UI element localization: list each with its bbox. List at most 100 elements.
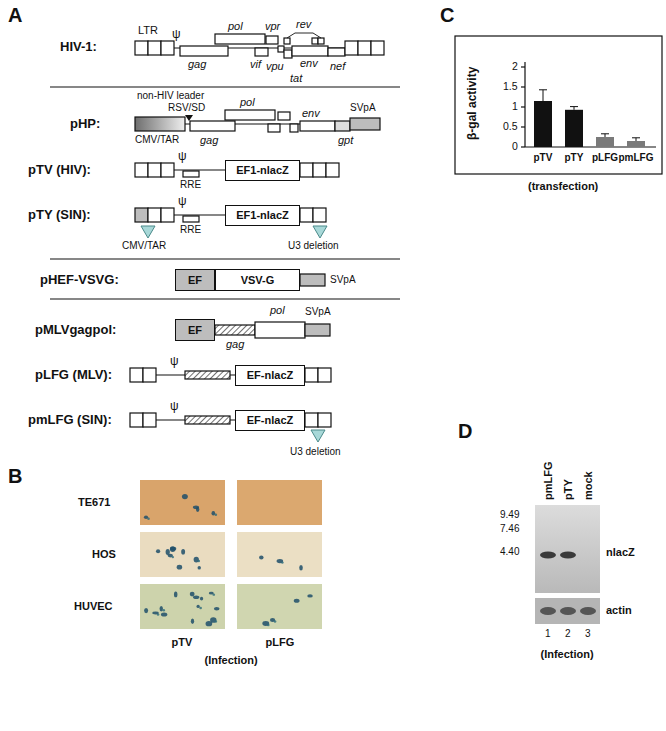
blue-cell (206, 621, 213, 626)
panel-letter: C (440, 4, 454, 27)
band (560, 607, 576, 615)
label: pLFG (MLV): (35, 368, 112, 383)
label: pLFG (592, 152, 618, 164)
blue-cell (294, 599, 300, 603)
blue-cell (170, 546, 176, 552)
ltr-box (161, 163, 174, 177)
ltr-box (300, 163, 313, 177)
blue-cell (281, 561, 284, 563)
blue-cell (299, 565, 303, 570)
y-axis (524, 62, 525, 147)
polya-box (350, 118, 380, 130)
element-name: EF1-nlacZ (236, 164, 289, 176)
blue-cell (193, 596, 199, 600)
label: CMV/TAR (135, 134, 179, 146)
blue-cell (160, 606, 163, 611)
ltr-box (135, 163, 148, 177)
splice-line (287, 33, 321, 38)
band (560, 552, 576, 559)
pol-box (255, 322, 305, 338)
label: pTV (534, 152, 553, 164)
bar (534, 101, 552, 147)
label: 1 (512, 100, 518, 112)
blue-cell (197, 560, 200, 562)
blue-cell (214, 620, 217, 622)
vif-box (268, 124, 280, 132)
label: pmLFG (619, 152, 654, 164)
blue-cell (190, 592, 195, 597)
label: non-HIV leader (137, 90, 204, 102)
label: RSV/SD (168, 102, 205, 114)
label: 1 (545, 628, 551, 640)
blue-cell (196, 507, 199, 512)
separator (50, 86, 400, 87)
blue-cell (147, 518, 150, 520)
tick (521, 66, 525, 67)
error-cap (539, 89, 547, 90)
blue-cell (212, 593, 215, 595)
blue-cell (174, 591, 177, 597)
label: SVpA (305, 306, 331, 318)
ltr-box (326, 163, 339, 177)
blue-cell (156, 549, 160, 553)
element-box: EF1-nlacZ (225, 160, 300, 181)
label: 0 (512, 140, 518, 152)
panel-letter: B (8, 465, 22, 488)
label: 7.46 (500, 523, 519, 535)
label: β-gal activity (466, 67, 480, 140)
label: tat (290, 72, 302, 85)
blue-cell (215, 514, 218, 516)
element-name: EF1-nlacZ (236, 209, 289, 221)
ltr-box (143, 368, 156, 382)
separator (50, 298, 400, 299)
blue-cell (274, 620, 277, 622)
label: HIV-1: (60, 40, 97, 55)
panel-letter: A (8, 4, 22, 27)
label: U3 deletion (290, 446, 341, 458)
label: CMV/TAR (122, 240, 166, 252)
label: (Infection) (205, 654, 258, 667)
label: 3 (585, 628, 591, 640)
actin-blot (535, 598, 600, 624)
label: vif (250, 58, 261, 71)
tat-exon (278, 46, 284, 52)
label: ψ (170, 355, 179, 369)
label: env (302, 107, 320, 120)
label: env (300, 57, 318, 70)
label: ψ (170, 400, 179, 414)
label: SVpA (330, 274, 356, 286)
ltr-box (345, 41, 358, 55)
gag-box (215, 325, 255, 335)
label: gag (200, 134, 218, 147)
label: 0.5 (503, 120, 518, 132)
blue-cell (182, 494, 188, 499)
env-box (300, 121, 335, 131)
tick (521, 86, 525, 87)
rre-box (183, 171, 199, 177)
element-name: EF (188, 324, 202, 336)
ltr-box (130, 368, 143, 382)
label: pol (270, 304, 285, 317)
ltr-box (148, 41, 161, 55)
element-name: EF-nlacZ (247, 369, 293, 381)
band (580, 607, 596, 615)
label: pTY (565, 152, 584, 164)
ltr-box (130, 413, 143, 427)
error-cap (601, 133, 609, 134)
blue-cell (177, 565, 182, 570)
ltr-box (318, 413, 331, 427)
ltr-box (371, 41, 384, 55)
label: 2 (565, 628, 571, 640)
element-box: VSV-G (215, 269, 300, 291)
ltr-box (305, 413, 318, 427)
band (540, 552, 556, 559)
error-bar (543, 90, 544, 101)
label: pTV (172, 636, 193, 649)
bar (565, 110, 583, 147)
blue-cell (307, 594, 313, 597)
blue-cell (277, 559, 284, 563)
gag-box (190, 121, 235, 131)
label: gpt (338, 134, 353, 147)
blue-cell (199, 607, 202, 609)
